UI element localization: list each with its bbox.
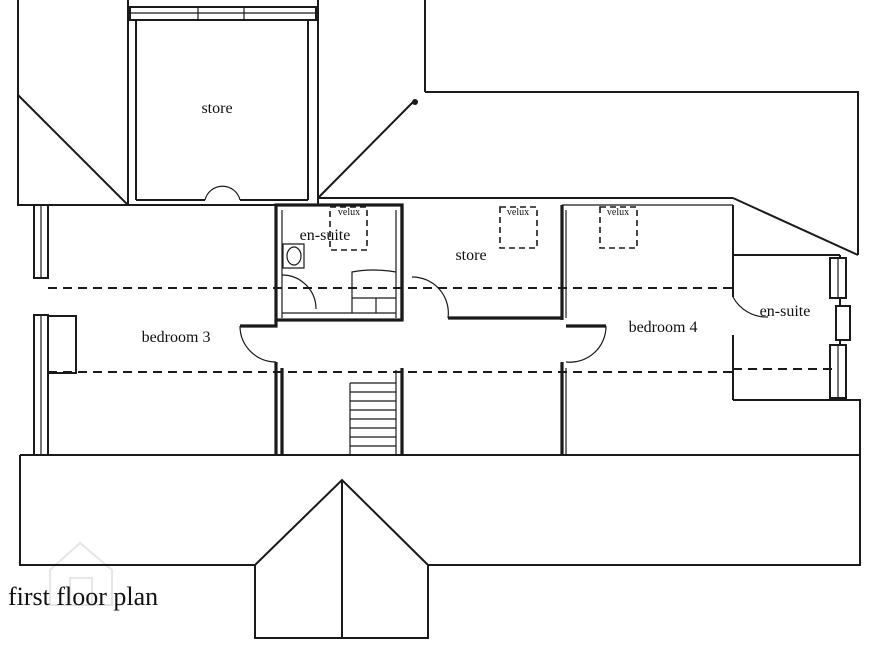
room-label-en-suite: en-suite — [300, 227, 351, 244]
plan-title: first floor plan — [8, 582, 158, 611]
room-label-store: store — [455, 247, 486, 264]
left-roof-outline — [17, 0, 129, 206]
lower-roof-outline — [19, 399, 861, 639]
right-roof-outline — [317, 0, 859, 256]
velux-label: velux — [607, 207, 629, 218]
velux-label: velux — [507, 207, 529, 218]
velux-skylights: velux velux velux — [329, 206, 638, 251]
velux-label: velux — [338, 207, 360, 218]
room-label-store: store — [201, 100, 232, 117]
room-label-bedroom-4: bedroom 4 — [629, 319, 698, 336]
room-label-en-suite: en-suite — [760, 303, 811, 320]
internal-walls — [239, 203, 769, 455]
room-label-bedroom-3: bedroom 3 — [142, 329, 211, 346]
staircase — [349, 370, 397, 455]
store-dormer — [127, 0, 319, 205]
room-labels: store en-suite store bedroom 3 bedroom 4… — [142, 100, 811, 346]
watermark-house-icon — [49, 541, 113, 606]
main-floor-outline — [33, 204, 851, 456]
ceiling-slope-lines — [48, 287, 832, 373]
